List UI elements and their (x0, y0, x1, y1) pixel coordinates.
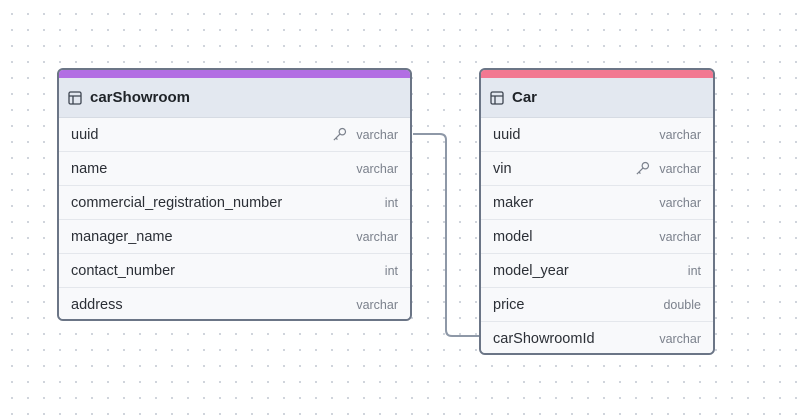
field-row-maker[interactable]: maker varchar (481, 186, 713, 220)
field-type: varchar (356, 161, 398, 176)
table-carshowroom[interactable]: carShowroom uuid varchar name varchar co… (57, 68, 412, 321)
field-row-price[interactable]: price double (481, 288, 713, 322)
table-header[interactable]: carShowroom (59, 78, 410, 118)
field-type: varchar (356, 127, 398, 142)
field-name: manager_name (71, 228, 173, 245)
field-name: carShowroomId (493, 331, 595, 347)
field-type: varchar (659, 195, 701, 210)
field-type: varchar (659, 229, 701, 244)
field-name: model (493, 228, 533, 245)
field-name: address (71, 297, 123, 313)
table-title: carShowroom (90, 89, 191, 106)
field-row-model-year[interactable]: model_year int (481, 254, 713, 288)
table-color-bar (59, 70, 410, 78)
field-name: price (493, 296, 525, 313)
field-type: varchar (356, 229, 398, 244)
table-title: Car (512, 89, 538, 106)
relation-line-carshowroom-uuid-to-car-carshowroomid[interactable] (413, 133, 479, 337)
field-name: name (71, 160, 108, 177)
field-row-vin[interactable]: vin varchar (481, 152, 713, 186)
field-row-uuid[interactable]: uuid varchar (481, 118, 713, 152)
field-row-model[interactable]: model varchar (481, 220, 713, 254)
field-row-address[interactable]: address varchar (59, 288, 410, 319)
table-icon (490, 90, 504, 105)
field-type: varchar (659, 127, 701, 142)
field-type: varchar (659, 332, 701, 346)
field-name: commercial_registration_number (71, 194, 283, 211)
field-type: int (384, 195, 398, 210)
field-row-contact-number[interactable]: contact_number int (59, 254, 410, 288)
field-row-uuid[interactable]: uuid varchar (59, 118, 410, 152)
field-row-manager-name[interactable]: manager_name varchar (59, 220, 410, 254)
field-type: int (687, 263, 701, 278)
table-icon (68, 90, 82, 105)
field-name: uuid (71, 126, 99, 143)
table-header[interactable]: Car (481, 78, 713, 118)
key-icon (636, 161, 650, 175)
key-icon (333, 127, 347, 141)
table-color-bar (481, 70, 713, 78)
field-row-commercial-registration-number[interactable]: commercial_registration_number int (59, 186, 410, 220)
field-row-name[interactable]: name varchar (59, 152, 410, 186)
field-row-carshowroomid[interactable]: carShowroomId varchar (481, 322, 713, 353)
field-name: model_year (493, 262, 569, 279)
table-car[interactable]: Car uuid varchar vin varchar maker varch… (479, 68, 715, 355)
field-name: contact_number (71, 262, 175, 279)
field-type: varchar (356, 298, 398, 312)
field-type: int (384, 263, 398, 278)
field-type: double (663, 297, 701, 312)
field-name: uuid (493, 126, 521, 143)
field-type: varchar (659, 161, 701, 176)
field-name: maker (493, 194, 534, 211)
field-name: vin (493, 160, 512, 177)
